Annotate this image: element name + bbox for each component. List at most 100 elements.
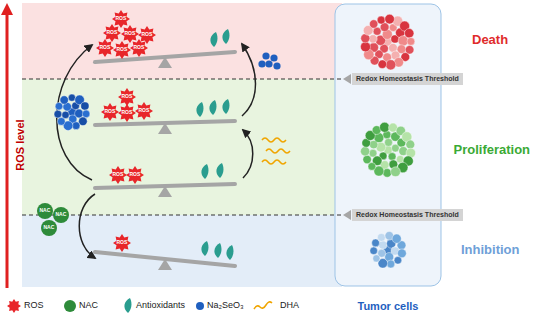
- tumor-cell: [363, 155, 371, 163]
- tumor-cell: [369, 149, 377, 157]
- tumor-cell: [386, 60, 396, 70]
- legend-icon: [64, 300, 76, 312]
- panel-caption: Tumor cells: [358, 300, 419, 312]
- tumor-cell: [380, 122, 390, 132]
- antioxidant-leaf: [222, 99, 229, 114]
- na2seo3-dot: [273, 62, 280, 69]
- ros-text: ROS: [116, 16, 127, 22]
- threshold-pointer: [343, 210, 351, 220]
- antioxidant-leaf: [201, 164, 208, 179]
- ros-text: ROS: [117, 47, 128, 53]
- na2seo3-dot: [81, 102, 89, 110]
- legend-text: DHA: [280, 301, 299, 311]
- zone-label: Inhibition: [461, 243, 519, 257]
- antioxidant-leaf: [201, 241, 208, 256]
- ros-text: ROS: [125, 31, 136, 37]
- zone-label: Death: [472, 33, 508, 47]
- na2seo3-dot: [57, 118, 65, 126]
- dha-squiggle: [262, 138, 286, 142]
- tumor-cell: [379, 241, 387, 249]
- na2seo3-dot: [75, 109, 84, 118]
- curved-arrow: [243, 130, 253, 178]
- ros-star: [121, 25, 139, 43]
- tumor-cell: [377, 233, 385, 241]
- na2seo3-dot: [62, 111, 69, 118]
- nac-text: NAC: [40, 208, 51, 214]
- zone-label: Proliferation: [454, 143, 531, 157]
- ros-text: ROS: [117, 240, 128, 246]
- tumor-cell: [385, 138, 393, 146]
- ros-star: [138, 26, 156, 44]
- curved-arrow: [242, 44, 256, 116]
- dha-squiggle: [266, 149, 290, 153]
- antioxidant-leaf: [196, 102, 203, 117]
- ros-star: [103, 24, 121, 42]
- legend-text: Antioxidants: [136, 301, 185, 311]
- ros-star: [96, 39, 114, 57]
- ros-star: [101, 103, 119, 121]
- ros-axis-head: [1, 3, 13, 15]
- ros-star: [118, 88, 136, 106]
- ros-text: ROS: [122, 110, 133, 116]
- antioxidant-leaf: [209, 100, 216, 115]
- nac-molecule: [37, 203, 53, 219]
- curved-arrow: [57, 45, 92, 180]
- threshold-pointer: [343, 74, 351, 84]
- ros-text: ROS: [142, 32, 153, 38]
- nac-text: NAC: [56, 212, 67, 218]
- threshold-line: [22, 215, 343, 216]
- ros-axis-arrow: [6, 14, 9, 288]
- tumor-cell: [394, 257, 402, 265]
- na2seo3-dot: [60, 96, 68, 104]
- tumor-cell: [373, 27, 381, 35]
- dha-squiggle: [262, 160, 286, 164]
- na2seo3-dot: [265, 60, 272, 67]
- seesaw-fulcrum: [158, 259, 172, 270]
- threshold-line: [22, 79, 343, 80]
- ros-text: ROS: [100, 45, 111, 51]
- tumor-cell: [407, 38, 415, 46]
- seesaw-fulcrum: [158, 123, 172, 134]
- tumor-cell: [361, 42, 371, 52]
- ros-text: ROS: [113, 172, 124, 178]
- ros-star: [130, 39, 148, 57]
- legend-icon: [196, 302, 204, 310]
- legend-text: Na₂SeO₃: [207, 301, 244, 311]
- threshold-label: Redox Homeostasis Threshold: [352, 73, 463, 85]
- seesaw-fulcrum: [158, 186, 172, 197]
- ros-star: [113, 41, 131, 59]
- ros-text: ROS: [139, 108, 150, 114]
- nac-molecule: [53, 207, 69, 223]
- tumor-cell: [398, 249, 407, 258]
- tumor-cell: [385, 14, 395, 24]
- ros-text: ROS: [107, 30, 118, 36]
- tumor-cell: [373, 255, 380, 262]
- tumor-cell: [405, 29, 414, 38]
- death-band: [22, 3, 342, 79]
- ros-text: ROS: [134, 45, 145, 51]
- na2seo3-dot: [72, 122, 80, 130]
- ros-star: [126, 166, 144, 184]
- tumor-cell: [383, 169, 392, 178]
- tumor-cell: [406, 140, 415, 149]
- tumor-cell: [361, 147, 370, 156]
- legend-text: NAC: [79, 301, 98, 311]
- proliferation-band: [22, 79, 342, 215]
- ros-star: [112, 10, 130, 28]
- tumor-cell: [396, 155, 404, 163]
- antioxidant-leaf: [214, 243, 221, 258]
- axis-label: ROS level: [13, 119, 25, 170]
- tumor-cell: [377, 16, 385, 24]
- na2seo3-dot: [270, 54, 277, 61]
- nac-molecule: [41, 220, 57, 236]
- legend-text: ROS: [24, 301, 44, 311]
- ros-text: ROS: [122, 94, 133, 100]
- antioxidant-leaf: [216, 163, 223, 178]
- ros-star: [109, 166, 127, 184]
- tumor-cell: [388, 153, 396, 161]
- legend-icon: [254, 302, 272, 309]
- generated-art: [7, 10, 416, 313]
- na2seo3-dot: [258, 60, 265, 67]
- antioxidant-leaf: [210, 32, 217, 47]
